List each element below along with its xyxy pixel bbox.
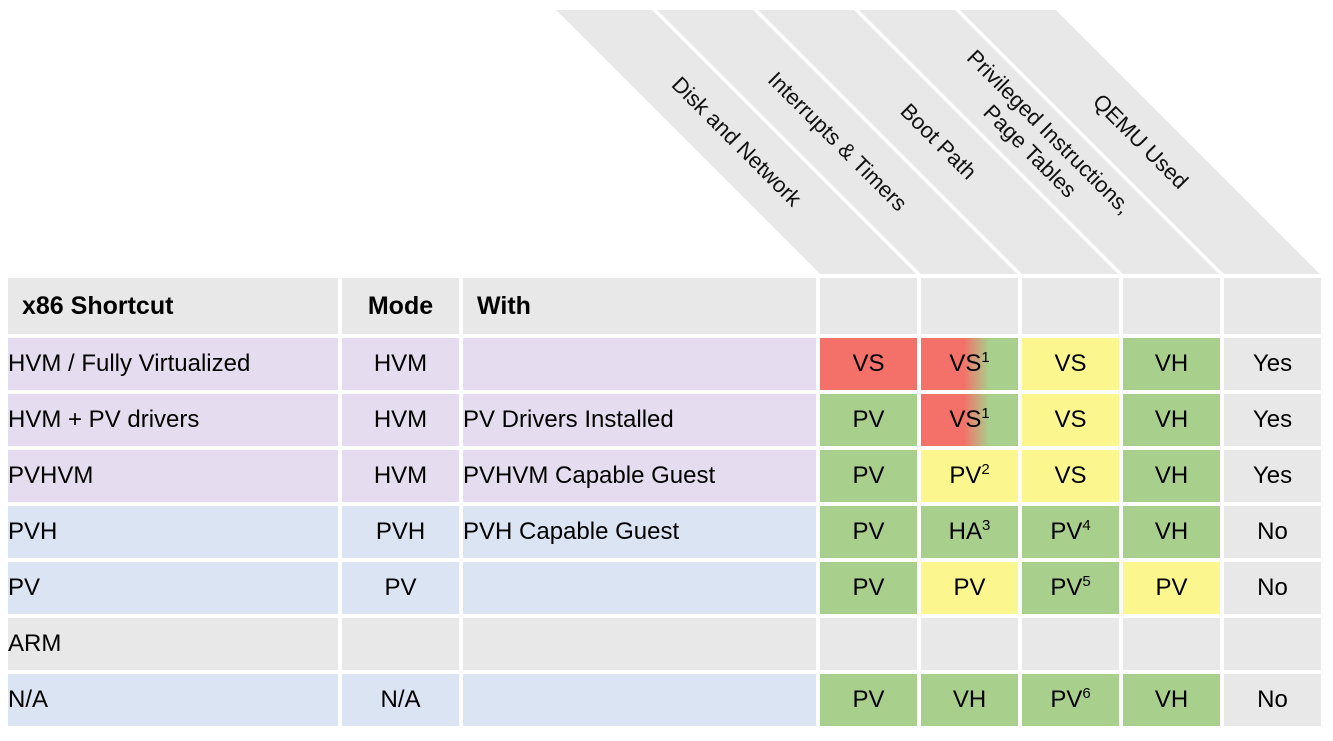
footnote-marker-3: 3 xyxy=(982,517,991,534)
cell-arm-na-interrupts-and-timers: VH xyxy=(921,674,1018,726)
cell-pv-boot-path: PV5 xyxy=(1022,562,1119,614)
cell-hvm-fully-virtualized-shortcut: HVM / Fully Virtualized xyxy=(8,338,338,390)
cell-pvh-boot-path: PV4 xyxy=(1022,506,1119,558)
cell-pvhvm-interrupts-and-timers: PV2 xyxy=(921,450,1018,502)
cell-hvm-plus-pv-drivers-shortcut: HVM + PV drivers xyxy=(8,394,338,446)
cell-arm-na-with xyxy=(463,674,816,726)
footnote-marker-6: 6 xyxy=(1082,685,1091,702)
cell-hvm-plus-pv-drivers-qemu-used: Yes xyxy=(1224,394,1321,446)
cell-arm-na-shortcut: N/A xyxy=(8,674,338,726)
header-mode: Mode xyxy=(342,278,459,334)
header-with: With xyxy=(463,278,816,334)
footnote-marker-1: 1 xyxy=(981,349,990,366)
cell-pvh-with: PVH Capable Guest xyxy=(463,506,816,558)
footnote-marker-5: 5 xyxy=(1082,573,1091,590)
cell-hvm-fully-virtualized-privileged-instructions-page-tables: VH xyxy=(1123,338,1220,390)
cell-arm-na-disk-and-network: PV xyxy=(820,674,917,726)
cell-arm-section-boot-path xyxy=(1022,618,1119,670)
cell-hvm-fully-virtualized-interrupts-and-timers: VS1 xyxy=(921,338,1018,390)
cell-pvh-qemu-used: No xyxy=(1224,506,1321,558)
cell-pvhvm-shortcut: PVHVM xyxy=(8,450,338,502)
cell-pvhvm-qemu-used: Yes xyxy=(1224,450,1321,502)
cell-arm-section-interrupts-and-timers xyxy=(921,618,1018,670)
cell-arm-section-with xyxy=(463,618,816,670)
cell-pvh-interrupts-and-timers: HA3 xyxy=(921,506,1018,558)
footnote-marker-1: 1 xyxy=(981,405,990,422)
cell-pv-interrupts-and-timers: PV xyxy=(921,562,1018,614)
cell-pv-disk-and-network: PV xyxy=(820,562,917,614)
cell-arm-na-qemu-used: No xyxy=(1224,674,1321,726)
header-spacer-interrupts-and-timers xyxy=(921,278,1018,334)
cell-pvhvm-with: PVHVM Capable Guest xyxy=(463,450,816,502)
cell-hvm-fully-virtualized-qemu-used: Yes xyxy=(1224,338,1321,390)
cell-pvh-mode: PVH xyxy=(342,506,459,558)
header-spacer-boot-path xyxy=(1022,278,1119,334)
cell-hvm-plus-pv-drivers-mode: HVM xyxy=(342,394,459,446)
cell-hvm-fully-virtualized-disk-and-network: VS xyxy=(820,338,917,390)
table-row-arm-section: ARM xyxy=(8,618,1321,670)
cell-pvhvm-boot-path: VS xyxy=(1022,450,1119,502)
cell-arm-section-shortcut: ARM xyxy=(8,618,338,670)
header-spacer-disk-and-network xyxy=(820,278,917,334)
cell-arm-na-privileged-instructions-page-tables: VH xyxy=(1123,674,1220,726)
cell-hvm-fully-virtualized-boot-path: VS xyxy=(1022,338,1119,390)
header-x86-shortcut: x86 Shortcut xyxy=(8,278,338,334)
virtualization-modes-table: x86 Shortcut Mode With HVM / Fully Virtu… xyxy=(4,274,1325,730)
cell-pv-privileged-instructions-page-tables: PV xyxy=(1123,562,1220,614)
cell-hvm-fully-virtualized-mode: HVM xyxy=(342,338,459,390)
cell-pvh-disk-and-network: PV xyxy=(820,506,917,558)
cell-pv-shortcut: PV xyxy=(8,562,338,614)
footnote-marker-2: 2 xyxy=(981,461,990,478)
cell-pv-mode: PV xyxy=(342,562,459,614)
cell-pv-qemu-used: No xyxy=(1224,562,1321,614)
cell-arm-section-mode xyxy=(342,618,459,670)
cell-hvm-fully-virtualized-with xyxy=(463,338,816,390)
cell-pvh-shortcut: PVH xyxy=(8,506,338,558)
cell-arm-na-boot-path: PV6 xyxy=(1022,674,1119,726)
cell-arm-section-qemu-used xyxy=(1224,618,1321,670)
table-header-row: x86 Shortcut Mode With xyxy=(8,278,1321,334)
cell-arm-na-mode: N/A xyxy=(342,674,459,726)
footnote-marker-4: 4 xyxy=(1082,517,1091,534)
cell-pvhvm-privileged-instructions-page-tables: VH xyxy=(1123,450,1220,502)
cell-hvm-plus-pv-drivers-disk-and-network: PV xyxy=(820,394,917,446)
cell-arm-section-disk-and-network xyxy=(820,618,917,670)
cell-pvhvm-mode: HVM xyxy=(342,450,459,502)
cell-hvm-plus-pv-drivers-privileged-instructions-page-tables: VH xyxy=(1123,394,1220,446)
cell-hvm-plus-pv-drivers-interrupts-and-timers: VS1 xyxy=(921,394,1018,446)
cell-hvm-plus-pv-drivers-boot-path: VS xyxy=(1022,394,1119,446)
cell-pvh-privileged-instructions-page-tables: VH xyxy=(1123,506,1220,558)
cell-pvhvm-disk-and-network: PV xyxy=(820,450,917,502)
cell-hvm-plus-pv-drivers-with: PV Drivers Installed xyxy=(463,394,816,446)
header-spacer-qemu-used xyxy=(1224,278,1321,334)
cell-arm-section-privileged-instructions-page-tables xyxy=(1123,618,1220,670)
cell-pv-with xyxy=(463,562,816,614)
header-spacer-privileged-instructions-page-tables xyxy=(1123,278,1220,334)
